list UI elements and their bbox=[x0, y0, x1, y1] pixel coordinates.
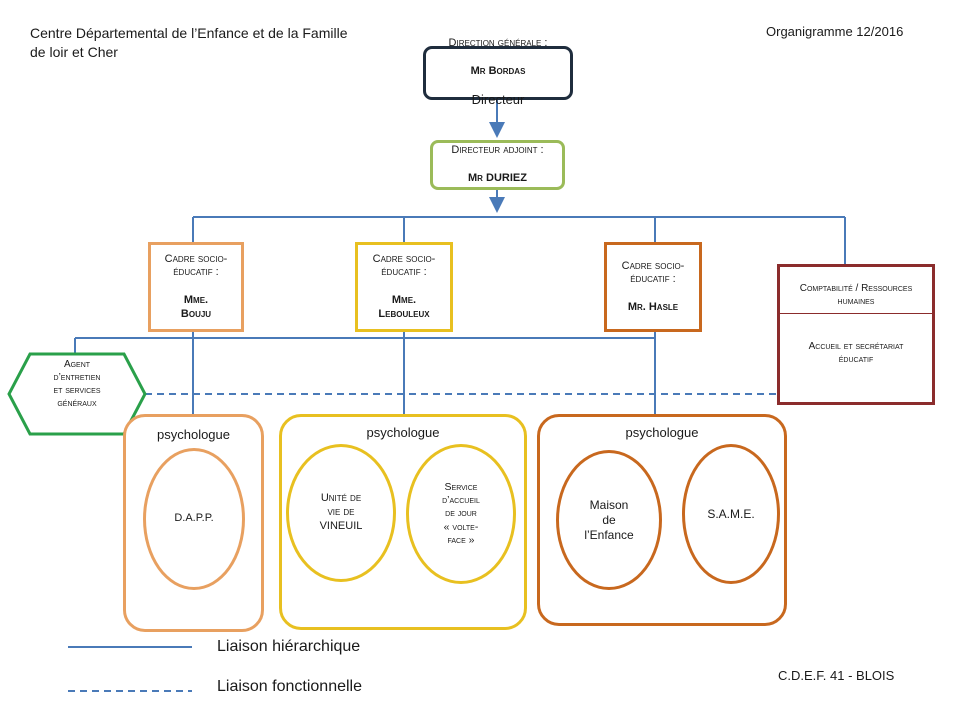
unit-volte-face: Service d’accueil de jour « volte- face … bbox=[406, 444, 516, 584]
admin-top: Comptabilité / Ressources humaines bbox=[799, 283, 913, 307]
unit-vineuil: Unité de vie de VINEUIL bbox=[286, 444, 396, 582]
adjoint-name: Mr DURIEZ bbox=[468, 171, 527, 184]
footer-label: C.D.E.F. 41 - BLOIS bbox=[778, 668, 895, 683]
unit-label: Unité de vie de VINEUIL bbox=[319, 492, 363, 532]
admin-bottom: Accueil et secrétariat éducatif bbox=[808, 341, 904, 365]
chart-label: Organigramme 12/2016 bbox=[766, 24, 904, 39]
org-name: Centre Départemental de l’Enfance et de … bbox=[30, 25, 348, 60]
adjoint-title: Directeur adjoint : bbox=[451, 144, 544, 157]
cadre-title: Cadre socio- éducatif : bbox=[372, 252, 436, 279]
unit-maison-enfance: Maison de l’Enfance bbox=[556, 450, 662, 590]
unit-dapp: D.A.P.P. bbox=[143, 448, 245, 590]
cadre-title: Cadre socio- éducatif : bbox=[164, 252, 228, 279]
cadre-title: Cadre socio- éducatif : bbox=[621, 259, 685, 286]
direction-role: Directeur bbox=[471, 92, 525, 108]
unit-label: D.A.P.P. bbox=[174, 512, 214, 525]
direction-name: Mr Bordas bbox=[470, 64, 526, 77]
agent-label: Agent d’entretien et services généraux bbox=[53, 359, 101, 409]
unit-same: S.A.M.E. bbox=[682, 444, 780, 584]
cadre-box-1: Cadre socio- éducatif : Mme. Bouju bbox=[148, 242, 244, 332]
admin-box: Comptabilité / Ressources humaines Accue… bbox=[777, 264, 935, 405]
direction-box: Direction générale : Mr Bordas Directeur bbox=[423, 37, 573, 107]
direction-title: Direction générale : bbox=[448, 37, 548, 50]
unit-label: S.A.M.E. bbox=[707, 506, 755, 521]
group-1-psychologue: psychologue bbox=[157, 427, 230, 442]
unit-label: Service d’accueil de jour « volte- face … bbox=[442, 481, 480, 546]
cadre-name: Mme. Bouju bbox=[180, 293, 212, 320]
legend-hier-label: Liaison hiérarchique bbox=[217, 638, 361, 655]
cadre-name: Mr. Hasle bbox=[627, 300, 679, 313]
adjoint-box: Directeur adjoint : Mr DURIEZ bbox=[430, 140, 565, 190]
group-3-psychologue: psychologue bbox=[625, 425, 699, 440]
cadre-name: Mme. Lebouleux bbox=[378, 293, 430, 320]
admin-divider bbox=[780, 313, 932, 314]
cadre-box-2: Cadre socio- éducatif : Mme. Lebouleux bbox=[355, 242, 453, 332]
cadre-box-3: Cadre socio- éducatif : Mr. Hasle bbox=[604, 242, 702, 332]
group-2-psychologue: psychologue bbox=[366, 425, 440, 440]
unit-label: Maison de l’Enfance bbox=[584, 497, 634, 542]
legend-func-label: Liaison fonctionnelle bbox=[217, 678, 362, 695]
